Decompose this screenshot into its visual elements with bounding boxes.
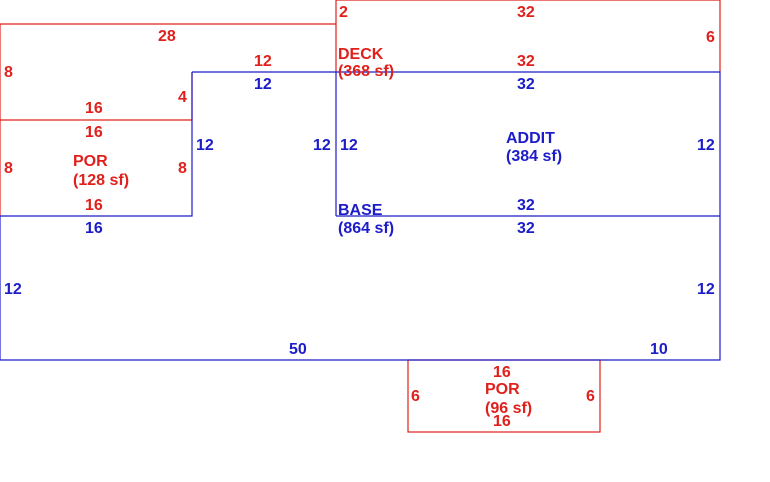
deck-label: DECK [338,46,384,63]
deck-area: (368 sf) [338,63,394,80]
dim-label: 32 [517,4,535,21]
deck-left-outline [0,23,336,216]
dim-label: 4 [178,89,187,106]
dim-label: 12 [254,76,272,93]
base-outline [0,71,721,361]
dim-label: 16 [493,413,511,430]
base-area: (864 sf) [338,220,394,237]
por-left-label: POR [73,153,108,170]
dim-label: 12 [340,137,358,154]
dim-label: 16 [493,364,511,381]
dim-label: 32 [517,53,535,70]
dim-label: 12 [697,137,715,154]
base-label: BASE [338,202,383,219]
dim-label: 2 [339,4,348,21]
por-bottom-label: POR [485,381,520,398]
por-left-area: (128 sf) [73,172,129,189]
dim-label: 16 [85,220,103,237]
dim-label: 16 [85,124,103,141]
dim-label: 32 [517,220,535,237]
dim-label: 32 [517,197,535,214]
dim-label: 6 [706,29,715,46]
dim-label: 28 [158,28,176,45]
dim-label: 8 [4,160,13,177]
dim-label: 16 [85,100,103,117]
dim-label: 16 [85,197,103,214]
addit-area: (384 sf) [506,148,562,165]
dim-label: 6 [586,388,595,405]
por-bottom-area: (96 sf) [485,400,532,417]
dim-label: 50 [289,341,307,358]
dim-label: 32 [517,76,535,93]
dim-label: 10 [650,341,668,358]
dim-label: 12 [254,53,272,70]
dim-label: 12 [4,281,22,298]
dim-label: 8 [4,64,13,81]
addit-label: ADDIT [506,130,555,147]
dim-label: 8 [178,160,187,177]
dim-label: 12 [697,281,715,298]
dim-label: 12 [313,137,331,154]
dim-label: 6 [411,388,420,405]
deck-outline [335,0,721,72]
dim-label: 12 [196,137,214,154]
